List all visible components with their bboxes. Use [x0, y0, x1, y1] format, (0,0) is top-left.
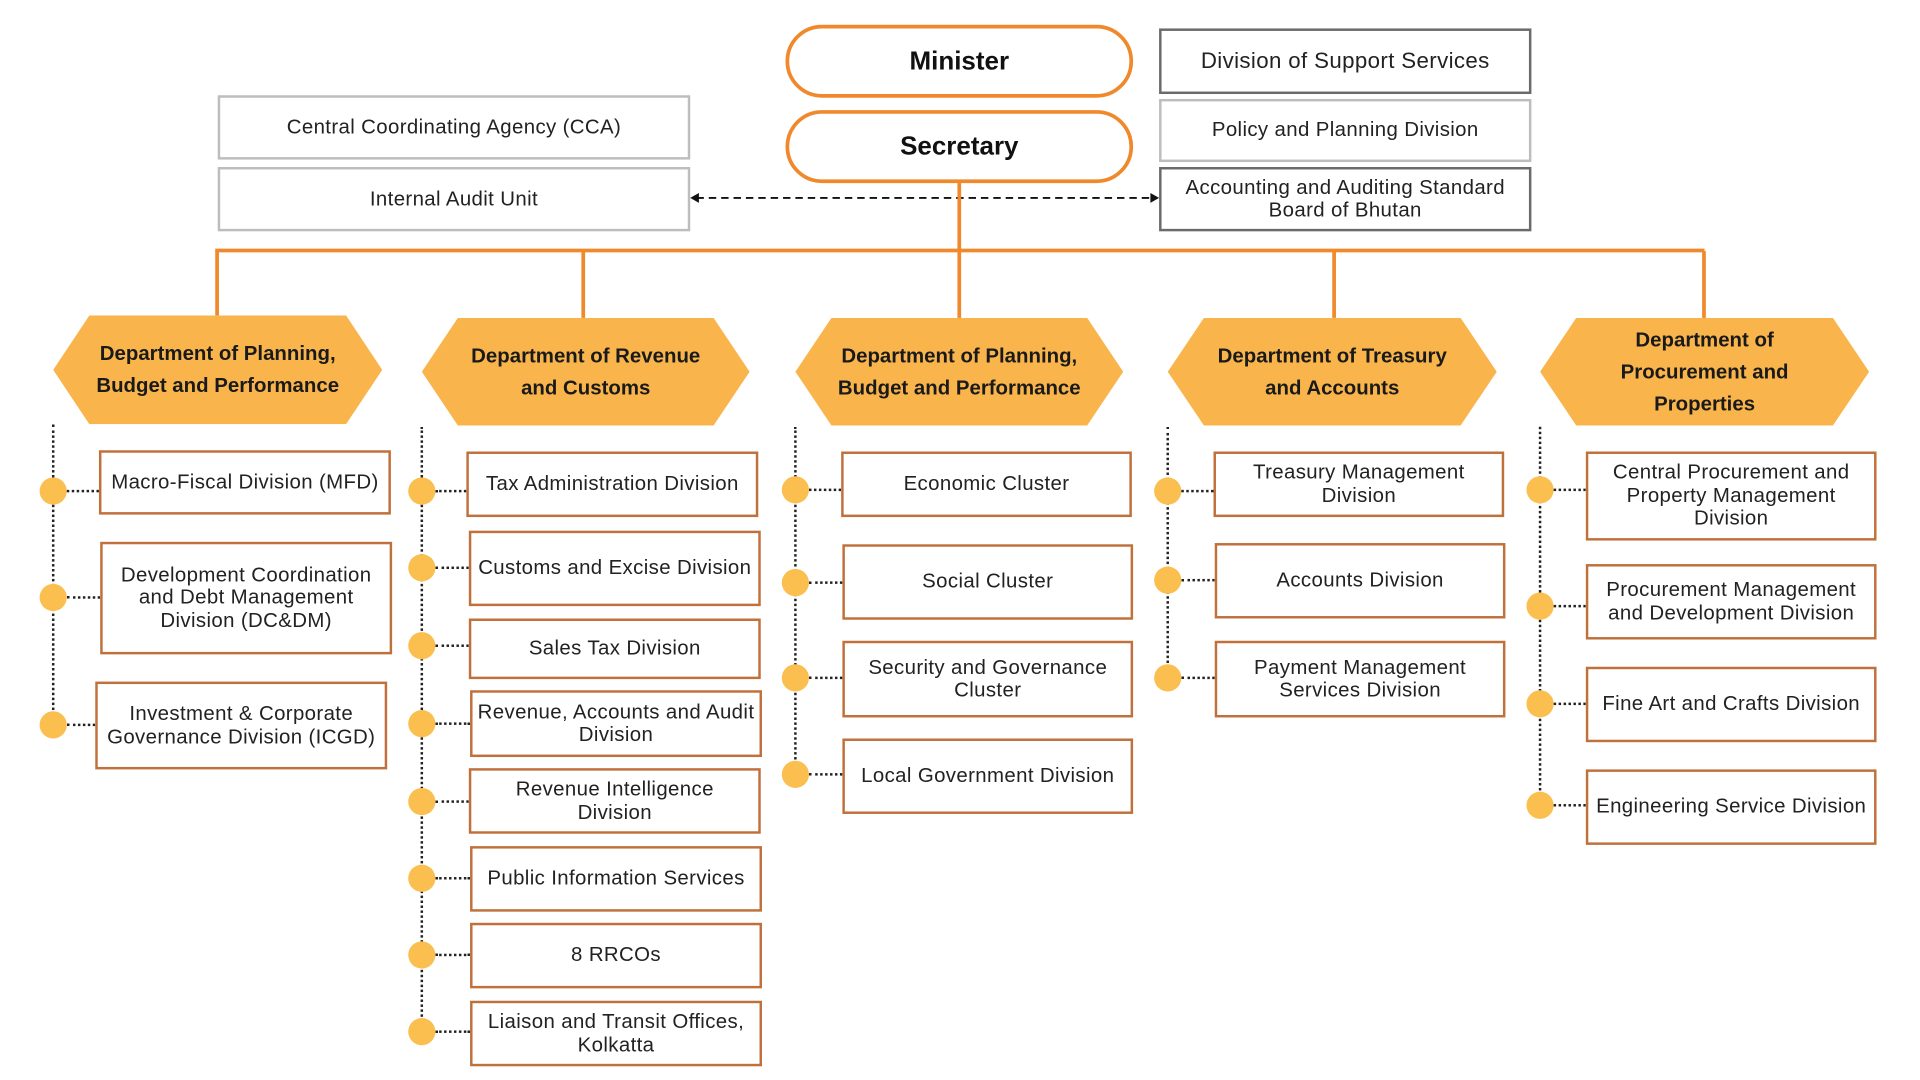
division-connector — [435, 722, 471, 725]
bullet-icon — [408, 787, 436, 816]
division-box: Local Government Division — [842, 738, 1134, 814]
division-connector — [808, 581, 843, 584]
division-box: Sales Tax Division — [468, 618, 761, 680]
division-box: Customs and Excise Division — [468, 530, 761, 607]
branch-line — [215, 248, 1705, 253]
division-box: Central Procurement and Property Managem… — [1585, 451, 1877, 541]
arrow-left-icon — [690, 192, 699, 203]
minister-node: Minister — [785, 24, 1134, 98]
division-connector — [435, 877, 471, 880]
bullet-icon — [781, 664, 809, 692]
division-connector — [808, 488, 842, 492]
division-connector — [66, 596, 101, 599]
bullet-icon — [1154, 566, 1182, 594]
secretary-node: Secretary — [785, 110, 1134, 184]
bullet-icon — [1526, 791, 1554, 819]
bullet-icon — [408, 477, 436, 505]
division-box: Fine Art and Crafts Division — [1585, 666, 1877, 743]
division-connector — [435, 566, 469, 570]
division-connector — [435, 953, 471, 957]
division-box: Liaison and Transit Offices, Kolkatta — [470, 1000, 762, 1067]
bullet-icon — [1154, 477, 1182, 505]
bullet-icon — [408, 864, 436, 892]
trunk-line — [957, 181, 962, 252]
division-connector — [435, 1030, 471, 1033]
department-spine — [51, 424, 55, 725]
department-node: Department of Planning, Budget and Perfo… — [53, 315, 383, 425]
bullet-icon — [39, 477, 67, 505]
bullet-icon — [1526, 592, 1554, 620]
bullet-icon — [1526, 690, 1554, 718]
bullet-icon — [39, 583, 67, 612]
bullet-icon — [408, 710, 436, 738]
department-connector — [581, 251, 586, 318]
division-box: Payment Management Services Division — [1214, 640, 1506, 718]
aasbb-box: Accounting and Auditing Standard Board o… — [1159, 166, 1532, 232]
department-node: Department of Treasury and Accounts — [1167, 317, 1497, 426]
bullet-icon — [781, 569, 809, 597]
division-box: Economic Cluster — [841, 451, 1132, 518]
division-box: Social Cluster — [842, 544, 1134, 620]
division-connector — [1553, 804, 1586, 807]
division-connector — [435, 644, 469, 647]
division-box: Procurement Management and Development D… — [1585, 564, 1877, 640]
department-spine — [794, 426, 797, 775]
division-connector — [808, 676, 843, 680]
bullet-icon — [408, 941, 436, 969]
department-node: Department of Planning, Budget and Perfo… — [795, 317, 1124, 426]
division-box: Investment & Corporate Governance Divisi… — [95, 681, 388, 770]
support-services-box: Division of Support Services — [1159, 28, 1532, 95]
bullet-icon — [39, 711, 67, 739]
division-connector — [435, 489, 467, 493]
division-connector — [808, 773, 843, 776]
division-box: Revenue Intelligence Division — [468, 768, 761, 834]
department-node: Department of Revenue and Customs — [421, 317, 750, 426]
policy-planning-box: Policy and Planning Division — [1159, 98, 1532, 163]
division-box: Development Coordination and Debt Manage… — [100, 541, 393, 655]
department-spine — [1166, 426, 1169, 678]
bullet-icon — [781, 760, 809, 788]
division-box: 8 RRCOs — [470, 922, 762, 989]
bullet-icon — [408, 554, 436, 582]
division-box: Revenue, Accounts and Audit Division — [470, 690, 762, 758]
internal-audit-box: Internal Audit Unit — [217, 166, 691, 232]
division-connector — [1181, 578, 1215, 582]
division-box: Public Information Services — [470, 846, 762, 912]
division-connector — [1553, 702, 1586, 706]
bullet-icon — [408, 632, 436, 660]
bullet-icon — [781, 476, 809, 504]
department-connector — [1332, 251, 1336, 318]
division-connector — [66, 723, 96, 727]
cca-box: Central Coordinating Agency (CCA) — [217, 95, 691, 160]
division-box: Macro-Fiscal Division (MFD) — [98, 450, 391, 515]
division-connector — [1553, 604, 1586, 608]
division-box: Engineering Service Division — [1585, 769, 1877, 845]
department-node: Department of Procurement and Properties — [1540, 317, 1870, 426]
division-connector — [66, 489, 99, 493]
division-box: Security and Governance Cluster — [842, 640, 1134, 718]
division-connector — [1181, 676, 1215, 680]
division-box: Tax Administration Division — [466, 451, 759, 518]
bullet-icon — [1154, 664, 1182, 692]
division-connector — [1181, 489, 1214, 493]
division-connector — [1553, 488, 1586, 492]
division-box: Treasury Management Division — [1213, 451, 1505, 518]
division-box: Accounts Division — [1214, 543, 1506, 619]
bullet-icon — [1526, 476, 1554, 504]
department-connector — [215, 251, 219, 316]
division-connector — [435, 800, 469, 803]
department-connector — [957, 251, 962, 318]
department-connector — [1702, 251, 1706, 318]
arrow-right-icon — [1150, 192, 1160, 203]
bullet-icon — [408, 1018, 436, 1046]
